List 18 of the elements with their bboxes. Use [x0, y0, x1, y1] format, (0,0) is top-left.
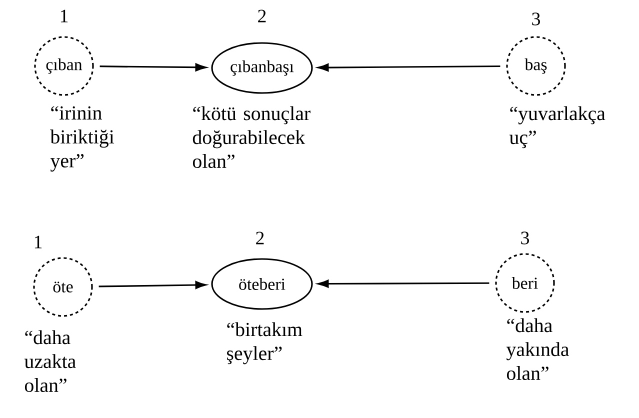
gloss-text: “birtakım şeyler”	[227, 322, 302, 364]
arrow	[318, 280, 490, 288]
step-number: 2	[258, 10, 266, 22]
gloss-text: “daha uzakta olan”	[24, 330, 76, 392]
arrow	[318, 64, 500, 72]
ellipse-node: çıbanbaşı	[211, 42, 313, 94]
gloss-text: “yuvarlakça uç”	[509, 106, 606, 148]
arrow	[98, 281, 206, 289]
step-number: 2	[256, 232, 264, 244]
arrow	[100, 63, 206, 72]
gloss-text: “kötü sonuçlar doğurabilecek olan”	[192, 106, 310, 168]
ellipse-node: öteberi	[211, 258, 313, 310]
step-number: 1	[60, 10, 68, 22]
gloss-text: “daha yakında olan”	[506, 318, 569, 380]
step-number: 3	[532, 12, 540, 26]
step-number: 3	[521, 232, 529, 244]
step-number: 1	[34, 236, 42, 248]
gloss-text: “irinin biriktiği yer”	[50, 106, 114, 172]
